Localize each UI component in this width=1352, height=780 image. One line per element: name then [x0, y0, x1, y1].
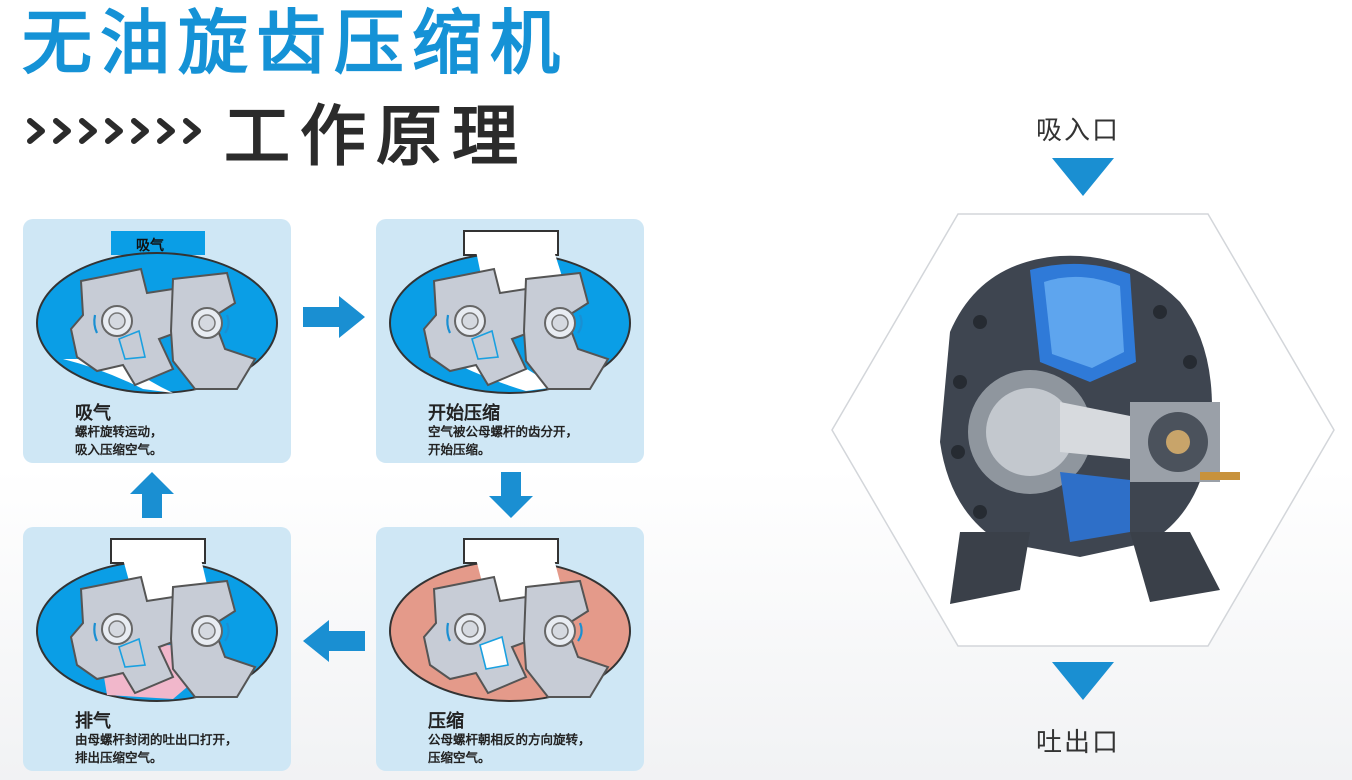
- suction-pump-diagram: [36, 231, 278, 394]
- panel-description: 空气被公母螺杆的齿分开， 开始压缩。: [428, 423, 643, 459]
- chevron-right-icon: [27, 118, 45, 144]
- desc-line: 公母螺杆朝相反的方向旋转，: [428, 732, 591, 747]
- panel-description: 螺杆旋转运动， 吸入压缩空气。: [75, 423, 290, 459]
- subtitle-text: 工作原理: [224, 98, 528, 175]
- rotation-arrow-icon: [93, 314, 98, 334]
- flow-arrow-up-icon: [130, 472, 174, 518]
- flow-arrow-down-icon: [489, 472, 533, 518]
- page-subtitle: 工作原理: [24, 88, 528, 175]
- panel-suction: 吸气 吸气 螺杆旋转运动， 吸入压缩空气。: [23, 219, 291, 463]
- rotation-arrow-icon: [446, 622, 451, 642]
- chevron-right-icon: [79, 118, 97, 144]
- panel-compression: 压缩 公母螺杆朝相反的方向旋转， 压缩空气。: [376, 527, 644, 771]
- inlet-port-label: 吸入口: [1036, 116, 1121, 146]
- rotation-arrow-icon: [577, 314, 583, 334]
- triangle-down-icon: [1052, 158, 1114, 196]
- triangle-down-icon: [1052, 662, 1114, 700]
- desc-line: 空气被公母螺杆的齿分开，: [428, 424, 579, 439]
- chevron-row: [24, 111, 206, 151]
- rotation-arrow-icon: [93, 622, 98, 642]
- desc-line: 吸入压缩空气。: [75, 442, 163, 457]
- outlet-port-label: 吐出口: [1036, 728, 1121, 758]
- panel-title: 压缩: [428, 711, 464, 732]
- chevron-right-icon: [131, 118, 149, 144]
- chevron-right-icon: [53, 118, 71, 144]
- panel-description: 公母螺杆朝相反的方向旋转， 压缩空气。: [428, 731, 643, 767]
- chevron-right-icon: [157, 118, 175, 144]
- rotation-arrow-icon: [224, 314, 230, 334]
- panel-exhaust: 排气 由母螺杆封闭的吐出口打开， 排出压缩空气。: [23, 527, 291, 771]
- compression-pump-diagram: [389, 538, 631, 702]
- panel-title: 排气: [75, 711, 111, 732]
- inlet-label: 吸气: [136, 238, 164, 254]
- chevron-right-icon: [105, 118, 123, 144]
- panel-start-compression: 开始压缩 空气被公母螺杆的齿分开， 开始压缩。: [376, 219, 644, 463]
- flow-arrow-right-icon: [303, 296, 365, 338]
- desc-line: 排出压缩空气。: [75, 750, 163, 765]
- panel-description: 由母螺杆封闭的吐出口打开， 排出压缩空气。: [75, 731, 290, 767]
- desc-line: 开始压缩。: [428, 442, 491, 457]
- panel-title: 吸气: [75, 403, 111, 424]
- panel-title: 开始压缩: [428, 403, 500, 424]
- desc-line: 由母螺杆封闭的吐出口打开，: [75, 732, 238, 747]
- rotation-arrow-icon: [446, 314, 451, 334]
- start-pump-diagram: [389, 230, 631, 394]
- rotation-arrow-icon: [577, 622, 583, 642]
- page-title: 无油旋齿压缩机: [22, 2, 568, 84]
- compressor-photo: [831, 213, 1335, 647]
- rotation-arrow-icon: [224, 622, 230, 642]
- desc-line: 螺杆旋转运动，: [75, 424, 163, 439]
- desc-line: 压缩空气。: [428, 750, 491, 765]
- exhaust-pump-diagram: [36, 538, 278, 702]
- flow-arrow-left-icon: [303, 620, 365, 662]
- chevron-right-icon: [183, 118, 201, 144]
